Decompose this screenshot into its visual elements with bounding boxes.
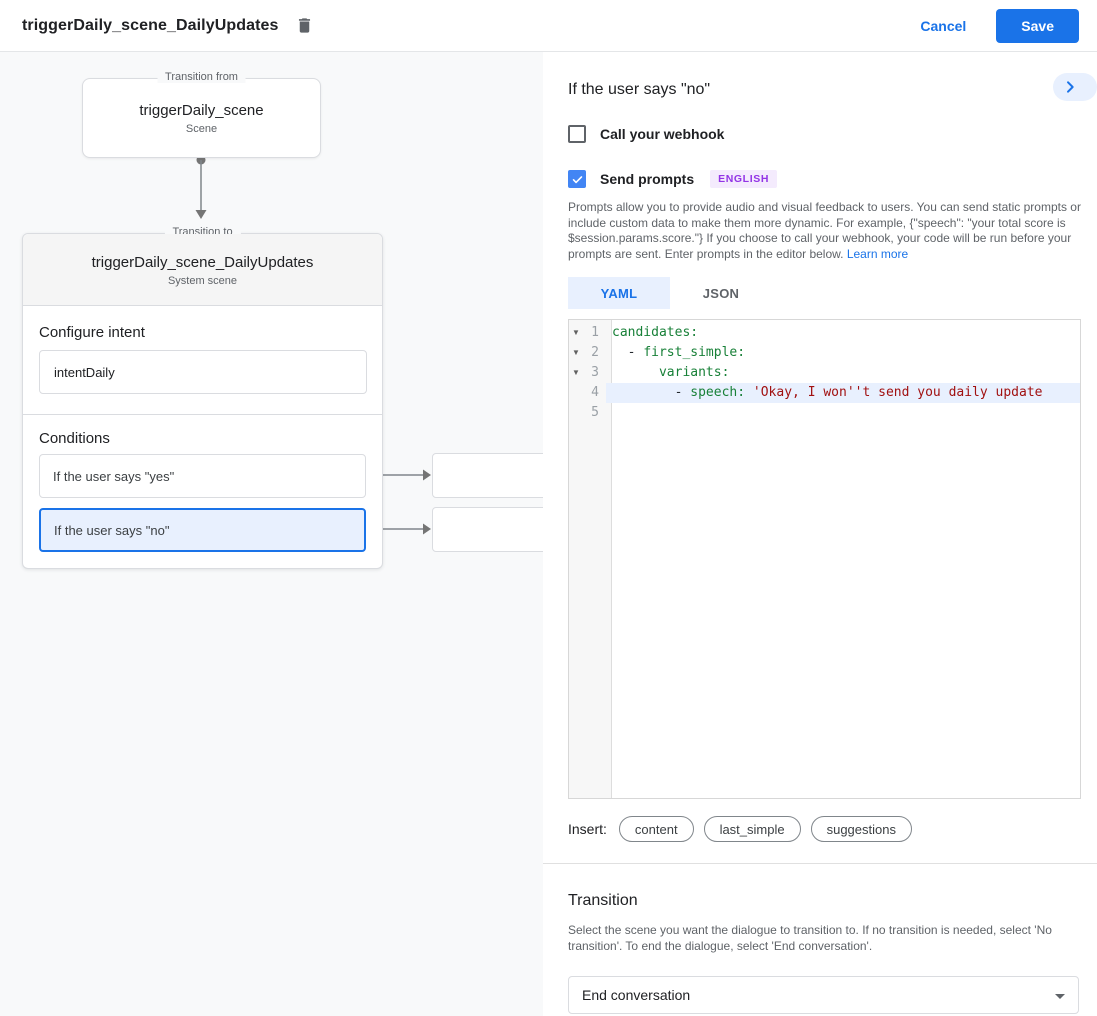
condition-item-label: If the user says "no": [54, 522, 170, 538]
send-prompts-checkbox-row[interactable]: Send prompts ENGLISH: [568, 170, 1081, 188]
tab-yaml[interactable]: YAML: [568, 277, 670, 309]
code-text: - first_simple:: [627, 345, 746, 360]
line-number: 1: [591, 325, 599, 340]
code-line: ▼ 1 candidates:: [569, 323, 1080, 343]
prompts-description-text: Prompts allow you to provide audio and v…: [568, 200, 1081, 261]
transition-target-node-no[interactable]: [432, 507, 543, 552]
editor-format-tabs: YAML JSON: [568, 277, 1081, 309]
collapse-panel-button[interactable]: [1053, 73, 1097, 101]
transition-select-value: End conversation: [582, 987, 691, 1003]
section-divider: [543, 863, 1097, 864]
code-line: ▼ 3 variants:: [569, 363, 1080, 383]
insert-last-simple-chip[interactable]: last_simple: [703, 816, 801, 842]
send-prompts-label: Send prompts: [600, 171, 695, 187]
call-webhook-label: Call your webhook: [600, 126, 725, 142]
checkbox-checked-icon[interactable]: [568, 170, 586, 188]
yaml-code-editor[interactable]: ▼ 1 candidates: ▼ 2 - first_simple: ▼ 3 vari…: [568, 319, 1081, 799]
chevron-right-icon: [1067, 81, 1074, 93]
line-number: 5: [591, 405, 599, 420]
learn-more-link[interactable]: Learn more: [846, 246, 909, 261]
code-line-active: 4 - speech: 'Okay, I won''t send you dai…: [569, 383, 1080, 403]
condition-item-yes[interactable]: If the user says "yes": [39, 454, 366, 498]
fold-caret-icon[interactable]: ▼: [572, 348, 580, 357]
language-badge: ENGLISH: [710, 170, 777, 188]
line-number: 2: [591, 345, 599, 360]
code-line: ▼ 2 - first_simple:: [569, 343, 1080, 363]
panel-title: If the user says "no": [568, 81, 711, 98]
to-scene-type: System scene: [167, 275, 238, 287]
transition-heading: Transition: [568, 892, 638, 909]
call-webhook-checkbox-row[interactable]: Call your webhook: [568, 125, 1081, 143]
from-scene-type: Scene: [185, 123, 218, 135]
editor-gutter: [569, 320, 612, 798]
configure-intent-heading: Configure intent: [39, 324, 145, 341]
trash-icon: [298, 18, 310, 33]
condition-detail-panel: If the user says "no" Call your webhook …: [543, 52, 1097, 1016]
checkbox-unchecked-icon[interactable]: [568, 125, 586, 143]
scene-flow-canvas: Transition from triggerDaily_scene Scene…: [0, 52, 543, 1016]
insert-suggestions-chip[interactable]: suggestions: [810, 816, 912, 842]
page-title: triggerDaily_scene_DailyUpdates: [22, 16, 279, 34]
tab-json[interactable]: JSON: [702, 285, 740, 301]
insert-label: Insert:: [568, 821, 607, 837]
code-text: candidates:: [612, 325, 699, 340]
condition-item-no[interactable]: If the user says "no": [39, 508, 366, 552]
fold-caret-icon[interactable]: [569, 403, 583, 423]
transition-to-card: Transition to triggerDaily_scene_DailyUp…: [22, 226, 383, 569]
save-button[interactable]: Save: [996, 8, 1079, 43]
prompts-description: Prompts allow you to provide audio and v…: [568, 200, 1081, 262]
cancel-button[interactable]: Cancel: [920, 17, 967, 34]
insert-row: Insert: content last_simple suggestions: [568, 816, 1081, 842]
fold-caret-icon[interactable]: ▼: [572, 368, 580, 377]
transition-from-legend: Transition from: [157, 71, 246, 83]
transition-description: Select the scene you want the dialogue t…: [568, 923, 1052, 953]
scene-card-header: triggerDaily_scene_DailyUpdates System s…: [23, 234, 382, 306]
transition-select[interactable]: End conversation: [568, 976, 1079, 1014]
fold-caret-icon[interactable]: ▼: [572, 328, 580, 337]
to-scene-name: triggerDaily_scene_DailyUpdates: [91, 254, 314, 271]
condition-item-label: If the user says "yes": [53, 468, 175, 484]
card-section-divider: [23, 414, 382, 415]
code-text: variants:: [658, 365, 730, 380]
app-header: triggerDaily_scene_DailyUpdates Cancel S…: [0, 0, 1097, 52]
transition-from-node[interactable]: Transition from triggerDaily_scene Scene: [82, 71, 321, 158]
insert-content-chip[interactable]: content: [618, 816, 694, 842]
code-text: [606, 403, 1080, 423]
from-scene-name: triggerDaily_scene: [139, 102, 264, 119]
intent-input[interactable]: intentDaily: [39, 350, 367, 394]
code-text: - speech: 'Okay, I won''t send you daily…: [606, 383, 1080, 403]
conditions-heading: Conditions: [39, 430, 110, 447]
line-number: 4: [591, 385, 599, 400]
fold-caret-icon[interactable]: [569, 383, 583, 403]
transition-target-node-yes[interactable]: [432, 453, 543, 498]
caret-down-icon: [1055, 994, 1065, 999]
line-number: 3: [591, 365, 599, 380]
delete-scene-button[interactable]: [295, 16, 314, 35]
intent-input-value: intentDaily: [54, 364, 115, 380]
code-line: 5: [569, 403, 1080, 423]
